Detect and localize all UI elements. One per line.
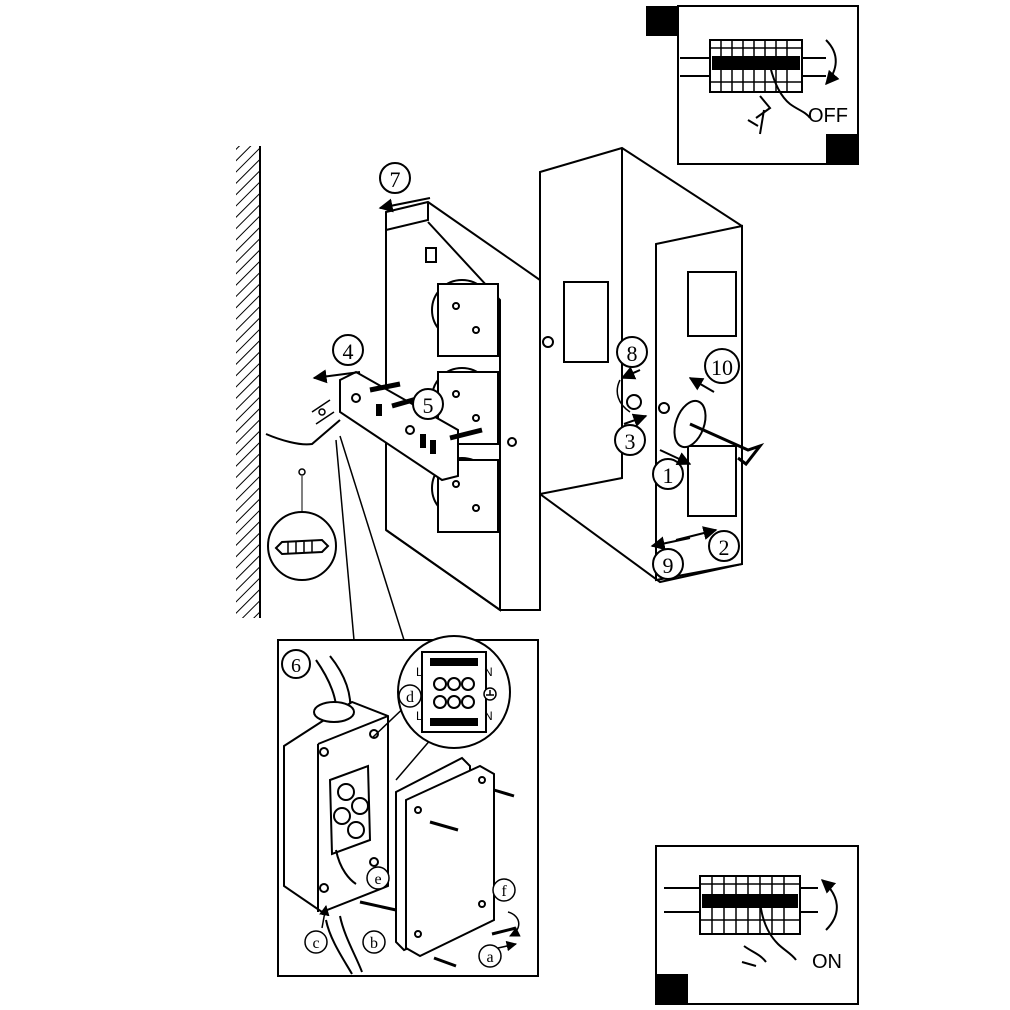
step-2-label: 2 — [719, 535, 730, 560]
junction-box-cover — [395, 756, 495, 958]
panel-b-badge — [646, 6, 678, 36]
step-4-callout: 4 — [312, 334, 364, 384]
substep-f-label: f — [501, 883, 507, 900]
substep-c-label: c — [312, 935, 319, 952]
circuit-breaker-icon — [680, 39, 826, 93]
hex-key-icon — [689, 422, 765, 467]
substep-b-callout: b — [362, 930, 386, 954]
junction-box-detail: 6 — [277, 635, 539, 977]
step-9-label: 9 — [663, 553, 674, 578]
panel-a-label: A — [834, 137, 850, 164]
on-text: ON — [812, 951, 842, 973]
terminal-l-bottom: L — [416, 709, 423, 723]
circuit-breaker-icon — [664, 875, 818, 935]
terminal-l-top: L — [416, 665, 423, 679]
substep-d-label: d — [406, 689, 414, 706]
terminal-block-detail: L N L N d — [397, 635, 511, 749]
step-7-label: 7 — [390, 167, 401, 192]
step-4-label: 4 — [343, 339, 354, 364]
step-2-callout: 2 — [675, 526, 740, 562]
hand-icon — [747, 65, 811, 135]
socket-housing — [385, 200, 541, 612]
panel-a-badge — [826, 134, 858, 164]
turn-off-arrow — [825, 39, 840, 86]
panel-on: C ON — [655, 845, 859, 1005]
step-1-label: 1 — [663, 463, 674, 488]
step-9-callout: 9 — [650, 536, 691, 580]
hand-icon — [741, 901, 797, 967]
panel-off: B A OFF — [646, 5, 859, 165]
step-5-label: 5 — [423, 393, 434, 418]
step-3-callout: 3 — [614, 413, 648, 456]
terminal-n-bottom: N — [484, 709, 493, 723]
panel-c-badge — [656, 974, 688, 1004]
step-10-callout: 10 — [688, 348, 740, 393]
substep-e-label: e — [374, 871, 381, 888]
step-3-label: 3 — [625, 429, 636, 454]
substep-b-label: b — [370, 935, 378, 952]
substep-a-callout: a — [478, 940, 518, 968]
step-8-label: 8 — [627, 341, 638, 366]
mounting-bracket — [265, 370, 483, 482]
step-5-callout: 5 — [412, 388, 444, 420]
step-7-callout: 7 — [378, 162, 431, 213]
panel-c-label: C — [663, 977, 680, 1004]
substep-c-callout: c — [304, 904, 330, 954]
substep-f-callout: f — [492, 878, 521, 937]
substep-a-label: a — [486, 949, 493, 966]
hatched-wall — [236, 146, 261, 618]
step-10-label: 10 — [711, 355, 733, 380]
socket-outlet-1 — [431, 279, 499, 357]
terminal-n-top: N — [484, 665, 493, 679]
off-text: OFF — [808, 105, 848, 127]
step-6-label: 6 — [291, 655, 301, 677]
substep-e-callout: e — [366, 866, 390, 890]
ground-symbol-icon — [483, 687, 497, 701]
step-1-callout: 1 — [652, 449, 692, 490]
panel-b-label: B — [654, 9, 670, 36]
step-8-callout: 8 — [616, 336, 648, 413]
turn-on-arrow — [820, 879, 838, 931]
wall-plug-anchor-icon — [267, 476, 337, 581]
